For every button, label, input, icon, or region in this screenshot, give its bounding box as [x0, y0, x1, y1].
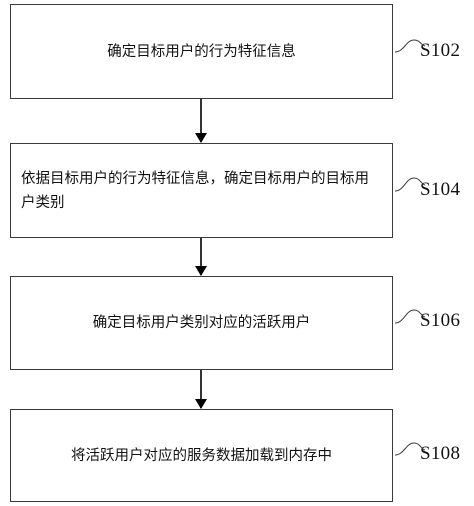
step-box-2: 依据目标用户的行为特征信息，确定目标用户的目标用户类别 [10, 143, 393, 238]
step-label-2: S104 [420, 179, 461, 200]
step-text-1: 确定目标用户的行为特征信息 [107, 43, 296, 60]
step-label-1: S102 [420, 40, 461, 61]
step-text-2: 依据目标用户的行为特征信息，确定目标用户的目标用户类别 [21, 170, 369, 211]
leader-1 [394, 39, 426, 53]
leader-2 [394, 177, 426, 192]
step-label-3: S106 [420, 310, 461, 331]
leader-4 [394, 442, 426, 456]
step-box-3: 确定目标用户类别对应的活跃用户 [10, 276, 393, 370]
leader-3 [394, 309, 426, 324]
step-label-4: S108 [420, 443, 461, 464]
step-text-4: 将活跃用户对应的服务数据加载到内存中 [71, 447, 332, 464]
step-box-1: 确定目标用户的行为特征信息 [10, 4, 393, 99]
step-text-3: 确定目标用户类别对应的活跃用户 [92, 315, 311, 331]
step-box-4: 将活跃用户对应的服务数据加载到内存中 [10, 409, 393, 502]
